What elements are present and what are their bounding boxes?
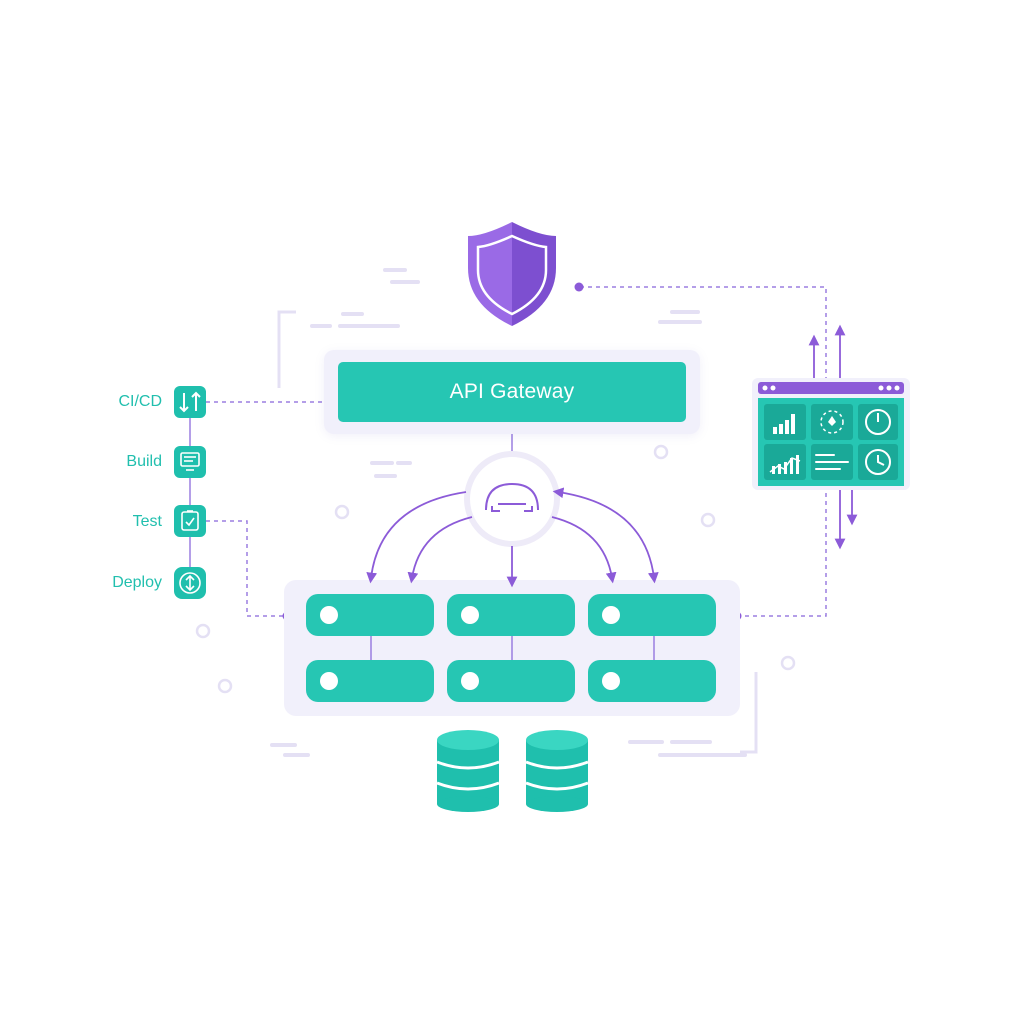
deploy-rocket-icon — [174, 567, 206, 599]
service-grid — [306, 594, 716, 702]
database-icon — [525, 730, 589, 812]
database-icon — [436, 730, 500, 812]
monitoring-arrows — [808, 324, 858, 550]
pipeline-label-deploy: Deploy — [112, 574, 162, 591]
connector-dot — [574, 282, 584, 292]
decorative-rings — [195, 444, 796, 694]
service-node — [588, 594, 716, 636]
pipeline-label-cicd: CI/CD — [118, 393, 162, 410]
service-node — [447, 594, 575, 636]
service-node — [306, 594, 434, 636]
service-node — [588, 660, 716, 702]
dashed-connectors — [206, 286, 827, 617]
dashboard-window-icon — [752, 378, 910, 490]
decorative-brackets — [277, 310, 758, 754]
pipeline-label-test: Test — [132, 513, 162, 530]
arrows-up-down-icon — [174, 386, 206, 418]
shield-icon — [468, 222, 556, 326]
router-arrows — [366, 487, 659, 588]
service-node — [447, 660, 575, 702]
api-gateway-box: API Gateway — [338, 362, 686, 422]
pipeline-label-build: Build — [126, 453, 162, 470]
load-balancer-icon — [464, 451, 560, 547]
monitor-icon — [174, 446, 206, 478]
service-node — [306, 660, 434, 702]
api-gateway-label: API Gateway — [449, 380, 575, 403]
decorative-dashes — [270, 268, 747, 757]
clipboard-check-icon — [174, 505, 206, 537]
service-links — [370, 636, 655, 660]
